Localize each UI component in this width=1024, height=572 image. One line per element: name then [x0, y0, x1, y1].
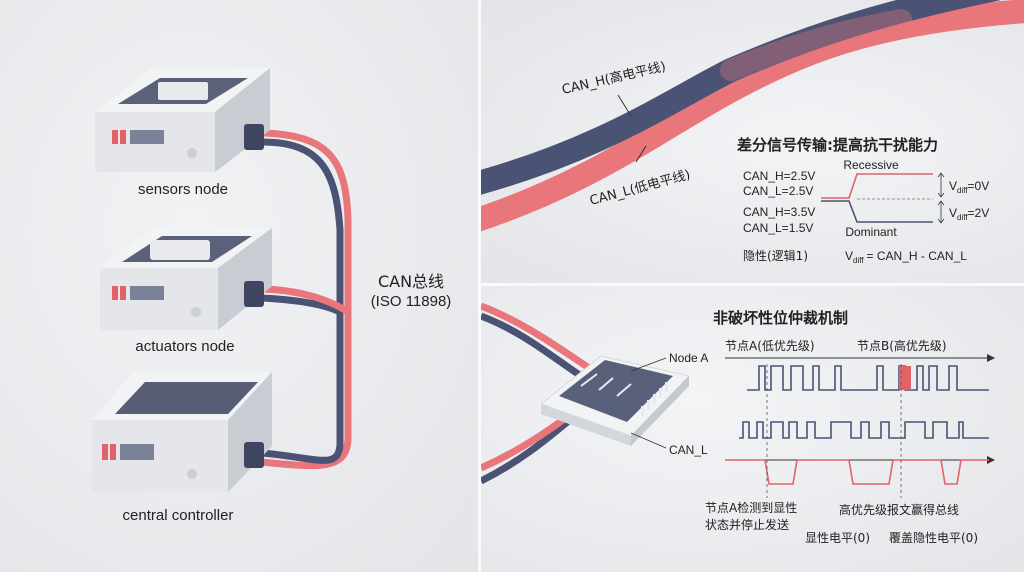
can-h-waveform: [739, 421, 989, 439]
arbitration-panel: Node A CAN_L 非破坏性位仲裁机制 节点A(低优先级) 节点B(高优先…: [481, 286, 1024, 572]
can-h-leader: [617, 94, 632, 117]
vdiff-recessive: Vdiff=0V: [949, 179, 989, 195]
dominant-label: Dominant: [845, 225, 897, 239]
actuators-node: [100, 228, 272, 330]
bus-label: CAN总线: [378, 272, 444, 291]
can-l-label: CAN_L: [669, 443, 708, 457]
differential-waveform: [821, 172, 945, 224]
recessive-logic-label: 隐性(逻辑1): [743, 249, 808, 263]
recessive-can-h: CAN_H=2.5V: [743, 169, 815, 183]
actuators-node-label: actuators node: [135, 338, 234, 355]
dominant-can-h: CAN_H=3.5V: [743, 205, 815, 219]
vdiff-dominant: Vdiff=2V: [949, 206, 989, 222]
differential-title: 差分信号传输:提高抗干扰能力: [737, 136, 938, 154]
bus-topology-panel: sensors node actuators node: [0, 0, 478, 572]
can-l-leader: [635, 145, 647, 163]
divider-vertical: [478, 0, 481, 572]
central-controller-label: central controller: [123, 507, 234, 524]
vdiff-formula: Vdiff= CAN_H - CAN_L: [845, 249, 967, 265]
legend-dominant: 显性电平(0): [805, 531, 870, 545]
note-left-line1: 节点A检测到显性: [705, 500, 797, 515]
legend-recessive: 覆盖隐性电平(0): [889, 531, 978, 545]
central-controller-node: [92, 372, 272, 492]
twisted-pair-cable: [481, 0, 1024, 232]
connector-icon: [244, 281, 264, 307]
note-left-line2: 状态并停止发送: [705, 517, 789, 532]
node-b-timeline-label: 节点B(高优先级): [857, 338, 947, 353]
timeline-arrow-icon: [987, 354, 995, 362]
node-a-waveform: [747, 365, 989, 391]
bus-standard-label: (ISO 11898): [371, 293, 452, 310]
can-h-label: CAN_H(高电平线): [560, 58, 667, 97]
actuator-icon: [150, 240, 210, 260]
connector-icon: [244, 124, 264, 150]
chip-icon: [158, 82, 208, 100]
sensors-node-label: sensors node: [138, 181, 228, 198]
note-right: 高优先级报文赢得总线: [839, 502, 959, 517]
can-l-waveform: [725, 456, 995, 485]
node-a-leader: [630, 357, 667, 372]
controller-screen: [115, 382, 258, 414]
divider-horizontal: [481, 283, 1024, 286]
recessive-label: Recessive: [843, 158, 899, 172]
differential-signal-panel: CAN_H(高电平线) CAN_L(低电平线) 差分信号传输:提高抗干扰能力 R…: [481, 0, 1024, 283]
can-l-leader: [630, 432, 667, 449]
recessive-can-l: CAN_L=2.5V: [743, 184, 813, 198]
node-a-label: Node A: [669, 351, 708, 365]
dominant-can-l: CAN_L=1.5V: [743, 221, 813, 235]
sensors-node: [95, 68, 270, 172]
transceiver-chip: [539, 355, 690, 446]
arbitration-title: 非破坏性位仲裁机制: [713, 309, 848, 327]
node-a-timeline-label: 节点A(低优先级): [725, 339, 815, 353]
can-bus-cables: [258, 129, 352, 470]
connector-icon: [244, 442, 264, 468]
